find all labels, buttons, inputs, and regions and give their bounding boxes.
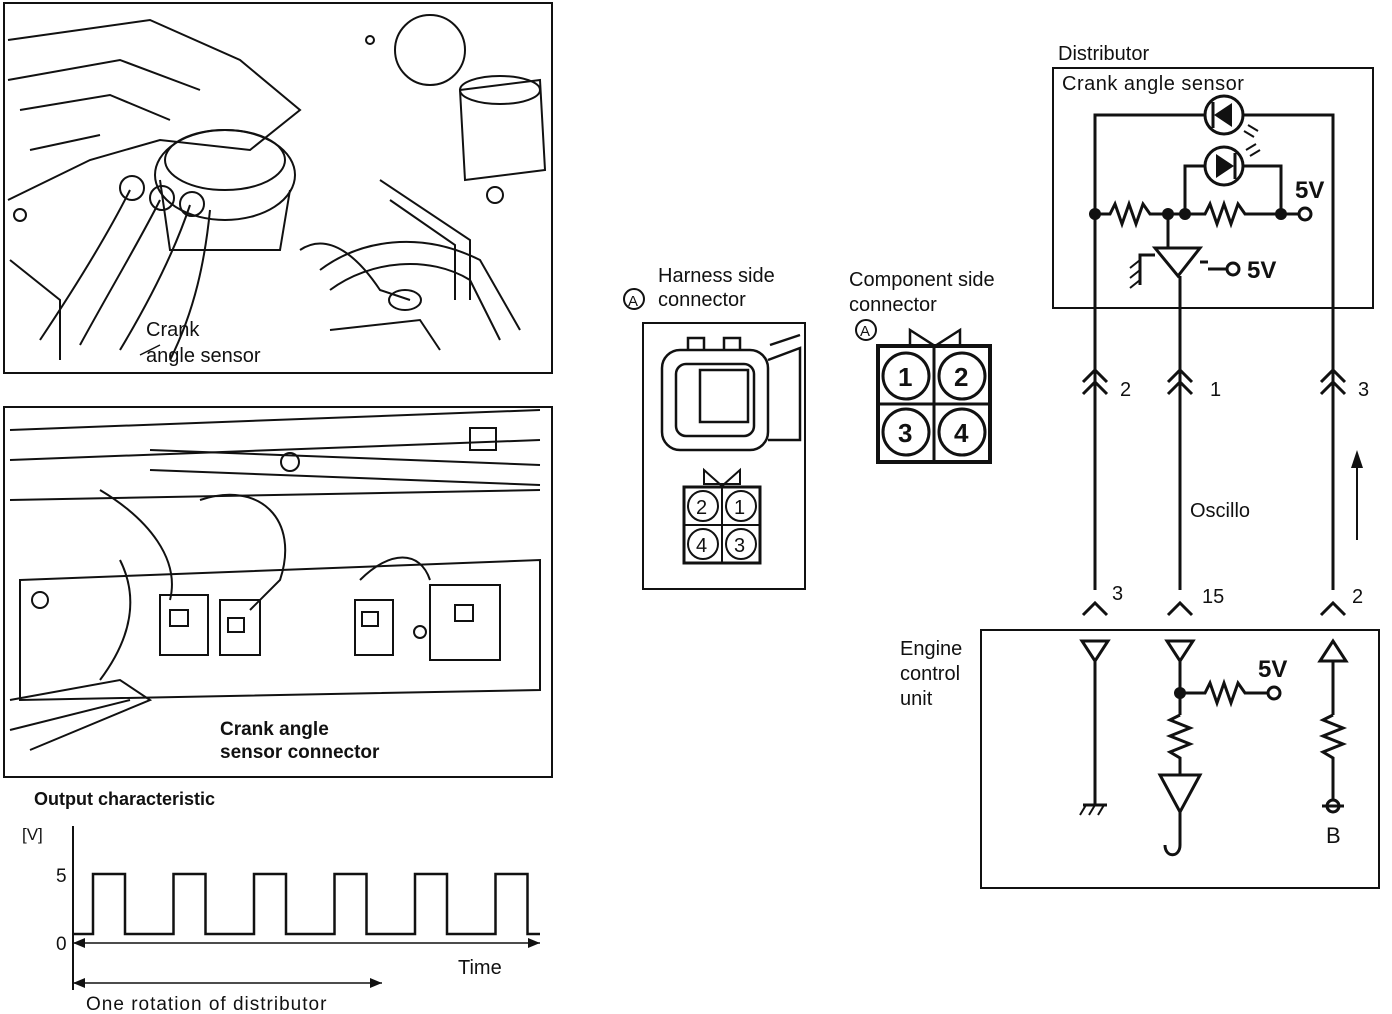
square-wave-series	[73, 872, 540, 936]
harness-label-line1: Harness side	[658, 265, 775, 287]
supply-top-label: 5V	[1295, 177, 1324, 204]
output-characteristic-chart: Output characteristic [V] 5 0 Time One r…	[22, 789, 540, 1014]
time-label: Time	[458, 957, 502, 979]
distributor-label: Distributor	[1058, 43, 1149, 65]
component-side-connector: Component side connector A 1 2 3 4	[849, 269, 995, 464]
crank-angle-sensor-label-line1: Crank	[146, 319, 200, 341]
ecu-pin-2: 2	[1352, 586, 1363, 608]
component-pin-3: 3	[898, 418, 912, 448]
y-axis-unit: [V]	[22, 825, 43, 844]
sensor-pin-3: 3	[1358, 379, 1369, 401]
engine-control-unit: Engine control unit	[900, 629, 1380, 889]
component-label-line1: Component side	[849, 269, 995, 291]
component-marker: A	[860, 323, 870, 340]
crank-sensor-label: Crank angle sensor	[1062, 73, 1244, 95]
y-tick-5: 5	[56, 866, 67, 887]
engine-bay-illustration: Crank angle sensor	[3, 2, 553, 374]
rotation-label: One rotation of distributor	[86, 994, 327, 1014]
component-pin-4: 4	[954, 418, 969, 448]
ecu-supply-label: 5V	[1258, 656, 1287, 683]
harness-side-connector: A Harness side connector 2 1 4 3	[623, 265, 806, 590]
harness-pin-3: 3	[734, 535, 745, 557]
ecu-pin-3: 3	[1112, 583, 1123, 605]
component-marker-circle	[855, 319, 877, 341]
crank-angle-sensor-connector-label-line1: Crank angle	[220, 719, 329, 740]
component-pin-2: 2	[954, 362, 968, 392]
ecu-label-line1: Engine	[900, 638, 962, 660]
oscillo-label: Oscillo	[1190, 500, 1250, 522]
crank-angle-sensor-connector-label-line2: sensor connector	[220, 742, 380, 763]
harness-marker-circle	[623, 288, 645, 310]
harness-pin-4: 4	[696, 535, 707, 557]
connector-illustration: Crank angle sensor connector	[3, 406, 553, 778]
sensor-pin-1: 1	[1210, 379, 1221, 401]
ecu-label-line2: control	[900, 663, 960, 685]
crank-angle-sensor-label-line2: angle sensor	[146, 345, 261, 367]
harness-pin-2: 2	[696, 497, 707, 519]
battery-label: B	[1326, 823, 1341, 848]
supply-buffer-label: 5V	[1247, 257, 1276, 284]
chart-title: Output characteristic	[34, 789, 215, 809]
sensor-pin-2: 2	[1120, 379, 1131, 401]
ecu-label-line3: unit	[900, 688, 933, 710]
harness-wiring: 2 1 3 3 15 2 Oscillo	[1081, 367, 1369, 617]
harness-label-line2: connector	[658, 289, 746, 311]
harness-marker: A	[628, 293, 638, 310]
component-pin-1: 1	[898, 362, 912, 392]
ecu-pin-15: 15	[1202, 586, 1224, 608]
y-tick-0: 0	[56, 934, 67, 955]
distributor-schematic: Distributor Crank angle sensor	[1052, 43, 1374, 590]
harness-pin-1: 1	[734, 497, 745, 519]
component-label-line2: connector	[849, 294, 937, 316]
